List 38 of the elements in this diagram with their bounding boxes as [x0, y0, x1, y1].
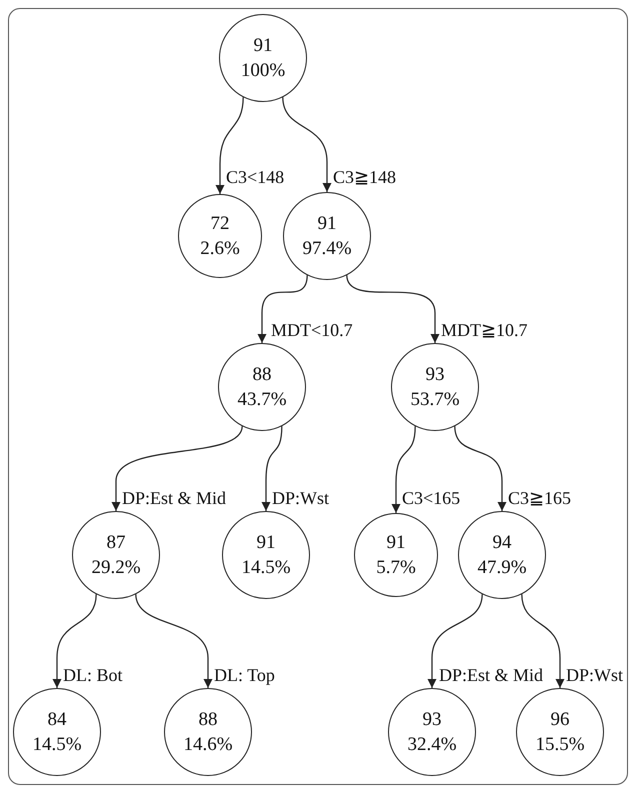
- arrow: [454, 426, 506, 511]
- node-percentage: 15.5%: [535, 733, 585, 757]
- node-value: 88: [198, 708, 218, 732]
- arrow: [521, 594, 564, 688]
- node-percentage: 14.5%: [32, 733, 82, 757]
- arrow: [392, 426, 416, 513]
- node-value: 87: [106, 531, 126, 555]
- node-value: 91: [256, 531, 276, 555]
- node-value: 84: [48, 708, 66, 732]
- node-value: 93: [426, 363, 444, 387]
- node-value: 91: [386, 531, 406, 555]
- node-value: 72: [210, 212, 230, 236]
- node-value: 88: [252, 363, 272, 387]
- arrow: [216, 97, 244, 194]
- node-value: 91: [318, 212, 336, 236]
- node-percentage: 14.5%: [241, 556, 291, 580]
- node-percentage: 2.6%: [200, 237, 240, 261]
- arrow: [262, 426, 282, 511]
- arrow: [258, 275, 308, 343]
- node-percentage: 43.7%: [237, 388, 287, 412]
- arrow: [112, 426, 243, 511]
- node-percentage: 100%: [240, 59, 286, 83]
- arrow: [346, 275, 440, 343]
- node-percentage: 47.9%: [477, 556, 527, 580]
- arrow: [282, 97, 332, 192]
- node-value: 91: [254, 34, 272, 58]
- node-percentage: 53.7%: [410, 388, 460, 412]
- node-percentage: 14.6%: [183, 733, 233, 757]
- node-value: 94: [492, 531, 512, 555]
- arrow: [428, 594, 483, 688]
- node-value: 93: [422, 708, 442, 732]
- arrow: [52, 594, 97, 688]
- arrow: [135, 594, 212, 688]
- node-percentage: 29.2%: [91, 556, 141, 580]
- node-percentage: 32.4%: [407, 733, 457, 757]
- node-value: 96: [550, 708, 570, 732]
- node-percentage: 5.7%: [376, 556, 416, 580]
- node-percentage: 97.4%: [302, 237, 352, 261]
